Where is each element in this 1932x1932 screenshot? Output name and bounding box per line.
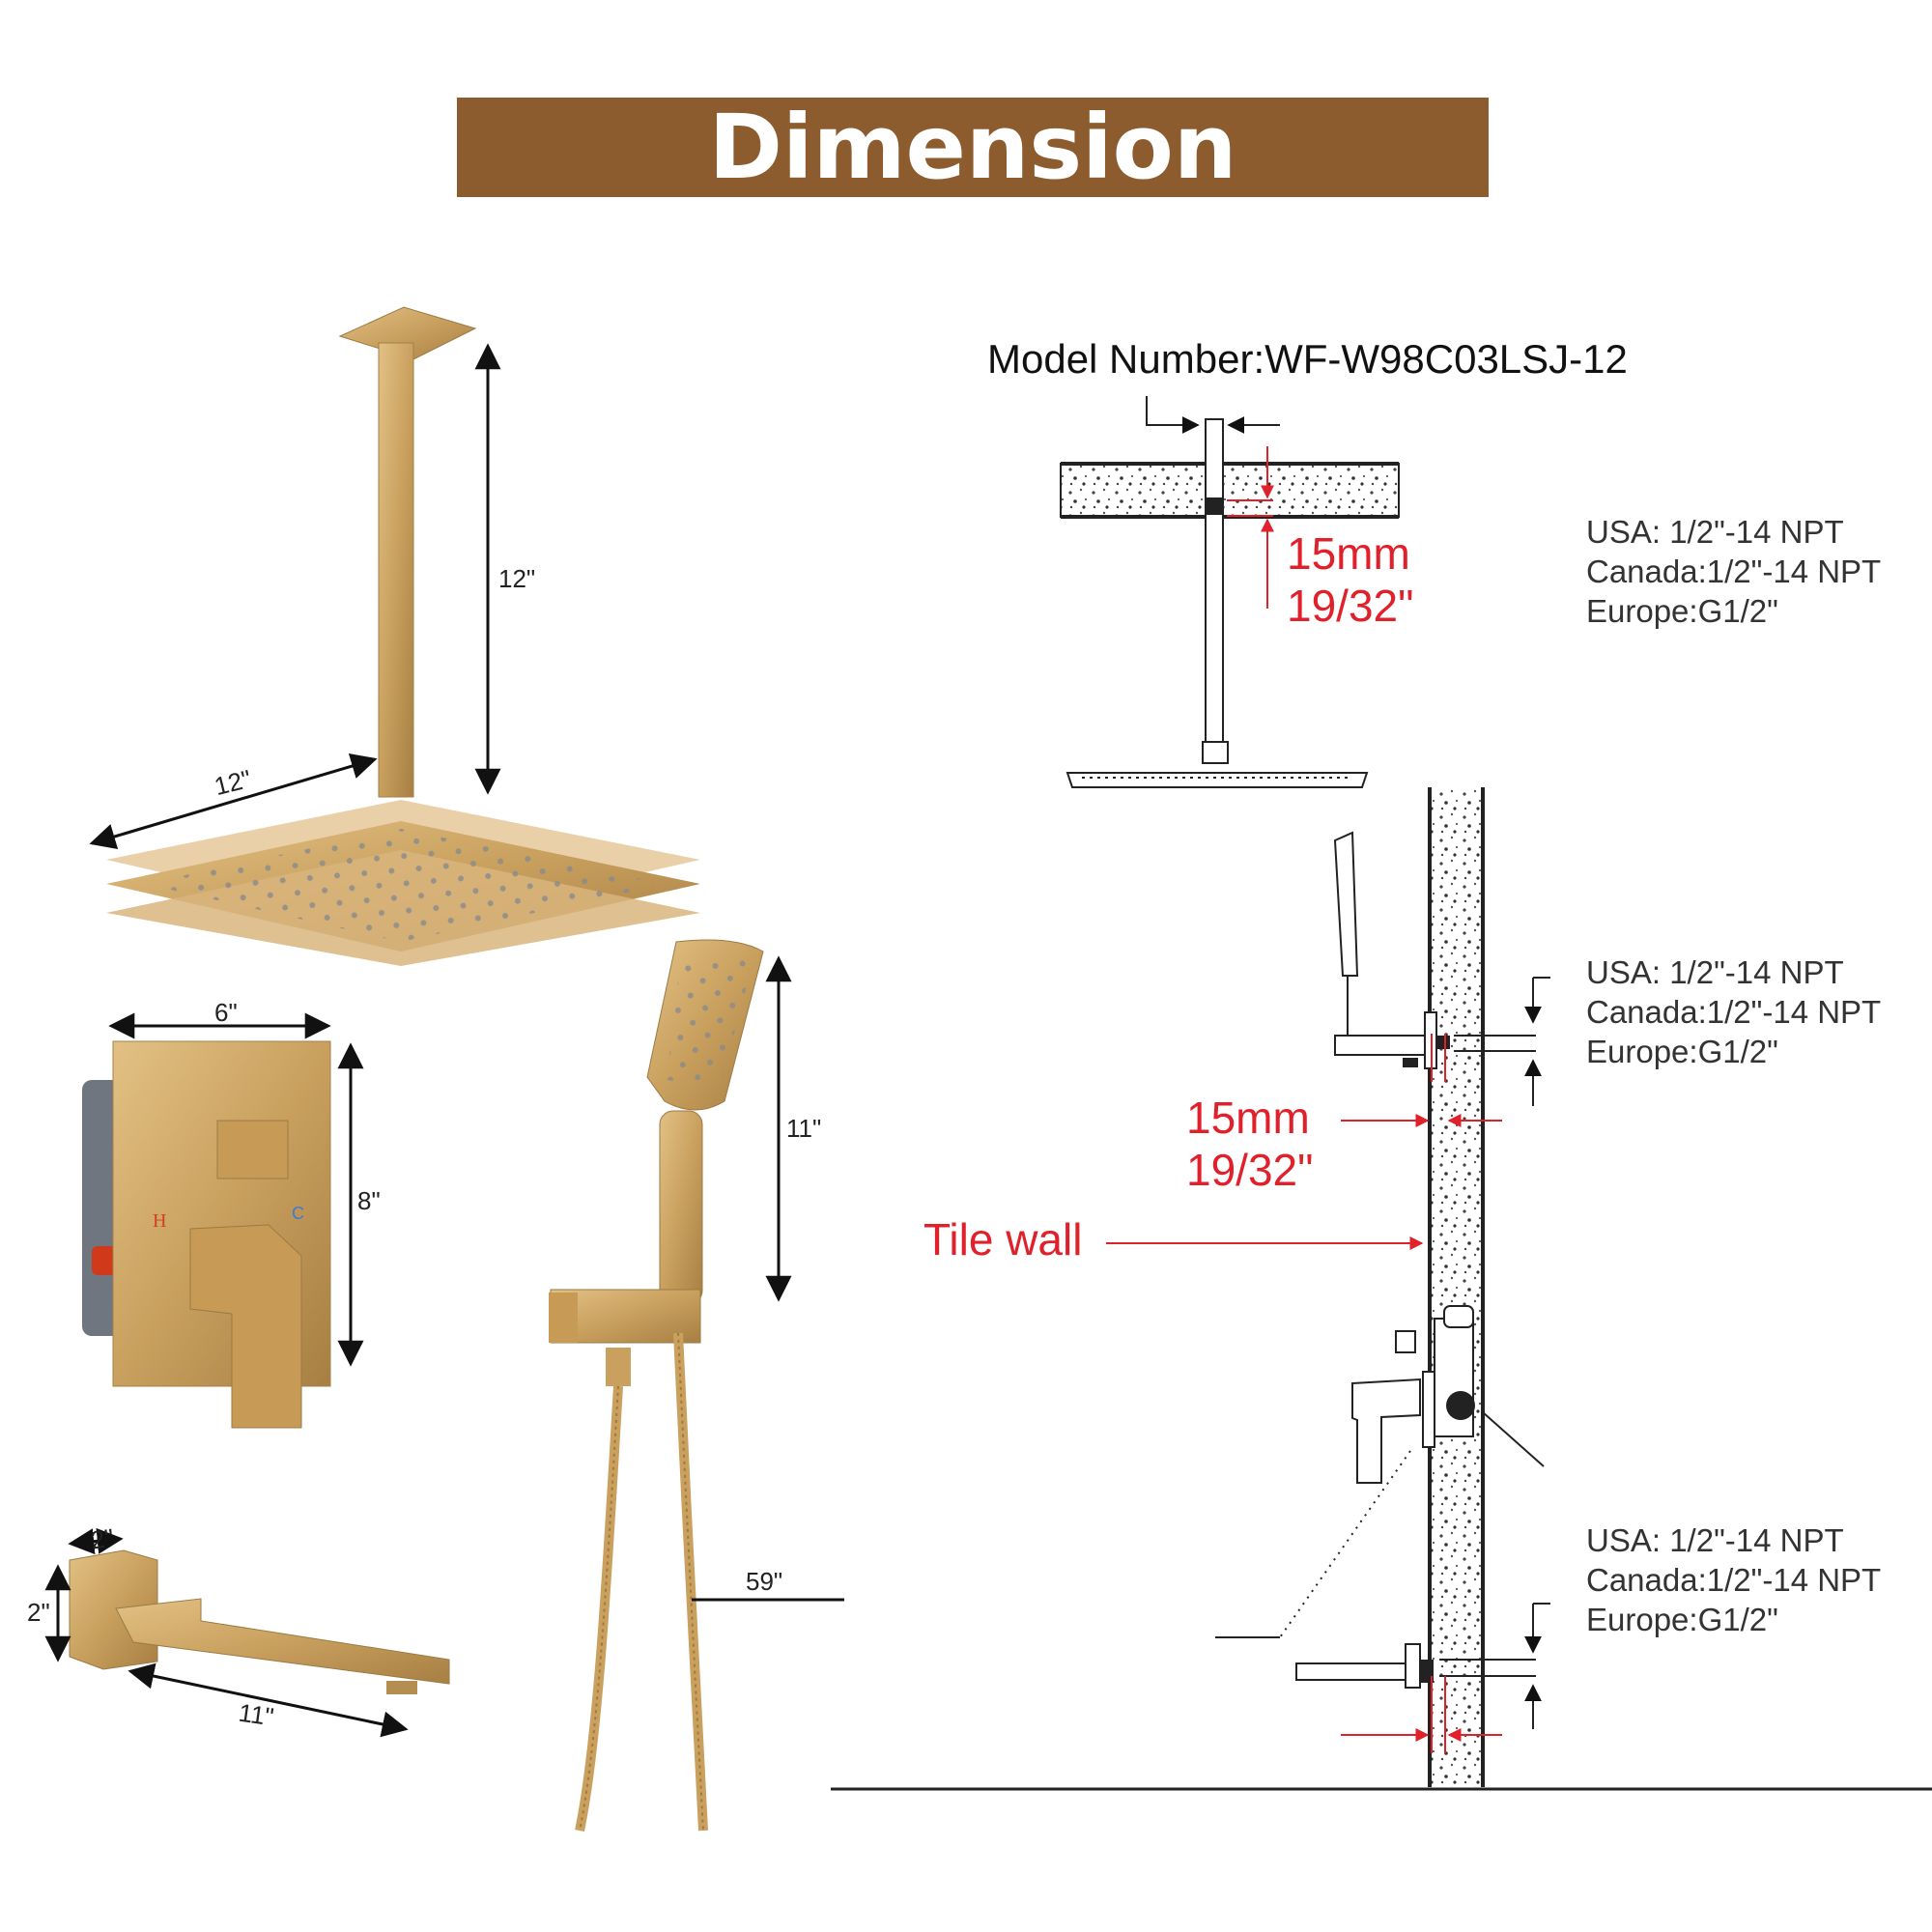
tile-wall-label: Tile wall — [923, 1214, 1083, 1264]
valve-width-label: 6" — [214, 998, 238, 1027]
spec-block-ceiling: USA: 1/2"-14 NPT Canada:1/2"-14 NPT Euro… — [1586, 512, 1881, 631]
page-title: Dimension — [708, 96, 1237, 199]
spout-height-label: 2" — [27, 1598, 50, 1627]
hot-label: H — [153, 1210, 166, 1232]
ceiling-install-detail — [1060, 396, 1400, 788]
spout-length-arrow — [128, 1662, 409, 1738]
thread-depth-mm: 15mm — [1186, 1093, 1310, 1143]
thread-depth-wall: 15mm 19/32" — [1186, 1092, 1313, 1196]
hand-shower — [549, 939, 764, 1833]
spout-width-label: 2" — [88, 1522, 116, 1555]
thread-depth-inch: 19/32" — [1287, 581, 1414, 631]
spec-usa: USA: 1/2"-14 NPT — [1586, 954, 1844, 990]
thread-depth-ceiling: 15mm 19/32" — [1287, 527, 1413, 632]
spec-usa: USA: 1/2"-14 NPT — [1586, 514, 1844, 550]
thread-depth-mm: 15mm — [1287, 528, 1410, 579]
arm-height-label: 12" — [498, 564, 536, 593]
spec-block-hand-shower: USA: 1/2"-14 NPT Canada:1/2"-14 NPT Euro… — [1586, 952, 1881, 1071]
cold-label: C — [292, 1204, 304, 1223]
spec-canada: Canada:1/2"-14 NPT — [1586, 554, 1882, 589]
spec-europe: Europe:G1/2" — [1586, 1602, 1778, 1637]
rain-shower-head — [106, 306, 700, 966]
spout-width-arrow — [68, 1527, 124, 1555]
spec-canada: Canada:1/2"-14 NPT — [1586, 1562, 1882, 1598]
spec-usa: USA: 1/2"-14 NPT — [1586, 1522, 1844, 1558]
spout-length-label: 11" — [237, 1697, 276, 1732]
spec-block-spout: USA: 1/2"-14 NPT Canada:1/2"-14 NPT Euro… — [1586, 1520, 1881, 1639]
hose-length-label: 59" — [746, 1567, 783, 1596]
model-number: Model Number:WF-W98C03LSJ-12 — [987, 336, 1628, 382]
head-width-arrow — [89, 753, 378, 850]
valve-height-label: 8" — [357, 1186, 381, 1215]
spec-canada: Canada:1/2"-14 NPT — [1586, 994, 1882, 1030]
handheld-height-label: 11" — [786, 1114, 822, 1143]
spec-europe: Europe:G1/2" — [1586, 593, 1778, 629]
spec-europe: Europe:G1/2" — [1586, 1034, 1778, 1069]
title-banner: Dimension — [457, 96, 1489, 199]
thread-depth-inch: 19/32" — [1186, 1145, 1314, 1195]
tub-spout — [69, 1549, 450, 1694]
mixing-valve — [82, 1040, 331, 1429]
wall-install-detail — [831, 787, 1932, 1791]
